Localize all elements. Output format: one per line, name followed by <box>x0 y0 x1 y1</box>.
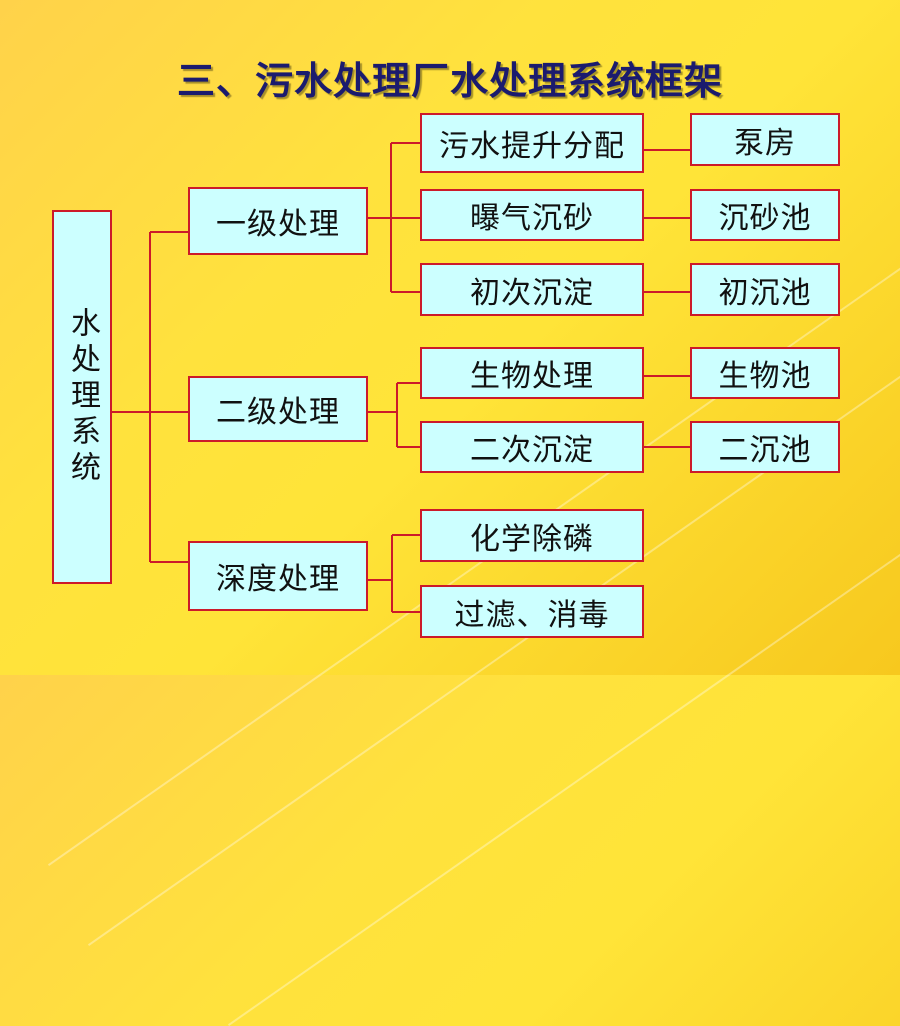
stage-label: 二级处理 <box>216 395 340 430</box>
stage-node-primary: 一级处理 <box>188 187 368 255</box>
process-label: 生物处理 <box>470 359 594 394</box>
facility-label: 沉砂池 <box>718 201 812 236</box>
facility-node: 初沉池 <box>690 263 840 316</box>
process-label: 曝气沉砂 <box>470 201 594 236</box>
facility-label: 初沉池 <box>718 275 812 311</box>
facility-label: 二沉池 <box>718 433 812 468</box>
root-node: 水处理系统 <box>52 210 112 584</box>
process-label: 化学除磷 <box>470 521 594 557</box>
process-node: 二次沉淀 <box>420 421 644 473</box>
process-label: 污水提升分配 <box>439 129 625 164</box>
facility-node: 泵房 <box>690 113 840 166</box>
stage-label: 深度处理 <box>216 562 340 597</box>
facility-label: 泵房 <box>734 125 796 161</box>
process-node: 过滤、消毒 <box>420 585 644 638</box>
connector-lines <box>112 142 690 613</box>
facility-node: 生物池 <box>690 347 840 399</box>
stage-label: 一级处理 <box>216 207 340 242</box>
process-label: 过滤、消毒 <box>454 597 610 633</box>
process-node: 生物处理 <box>420 347 644 399</box>
facility-node: 沉砂池 <box>690 189 840 241</box>
process-node: 化学除磷 <box>420 509 644 562</box>
facility-label: 生物池 <box>718 359 812 394</box>
stage-node-secondary: 二级处理 <box>188 376 368 442</box>
root-node-label: 水处理系统 <box>65 307 100 487</box>
process-node: 初次沉淀 <box>420 263 644 316</box>
process-label: 二次沉淀 <box>470 433 594 468</box>
stage-node-advanced: 深度处理 <box>188 541 368 611</box>
process-node: 曝气沉砂 <box>420 189 644 241</box>
page-title: 三、污水处理厂水处理系统框架 <box>176 59 723 103</box>
process-label: 初次沉淀 <box>470 275 594 311</box>
facility-node: 二沉池 <box>690 421 840 473</box>
process-node: 污水提升分配 <box>420 113 644 173</box>
